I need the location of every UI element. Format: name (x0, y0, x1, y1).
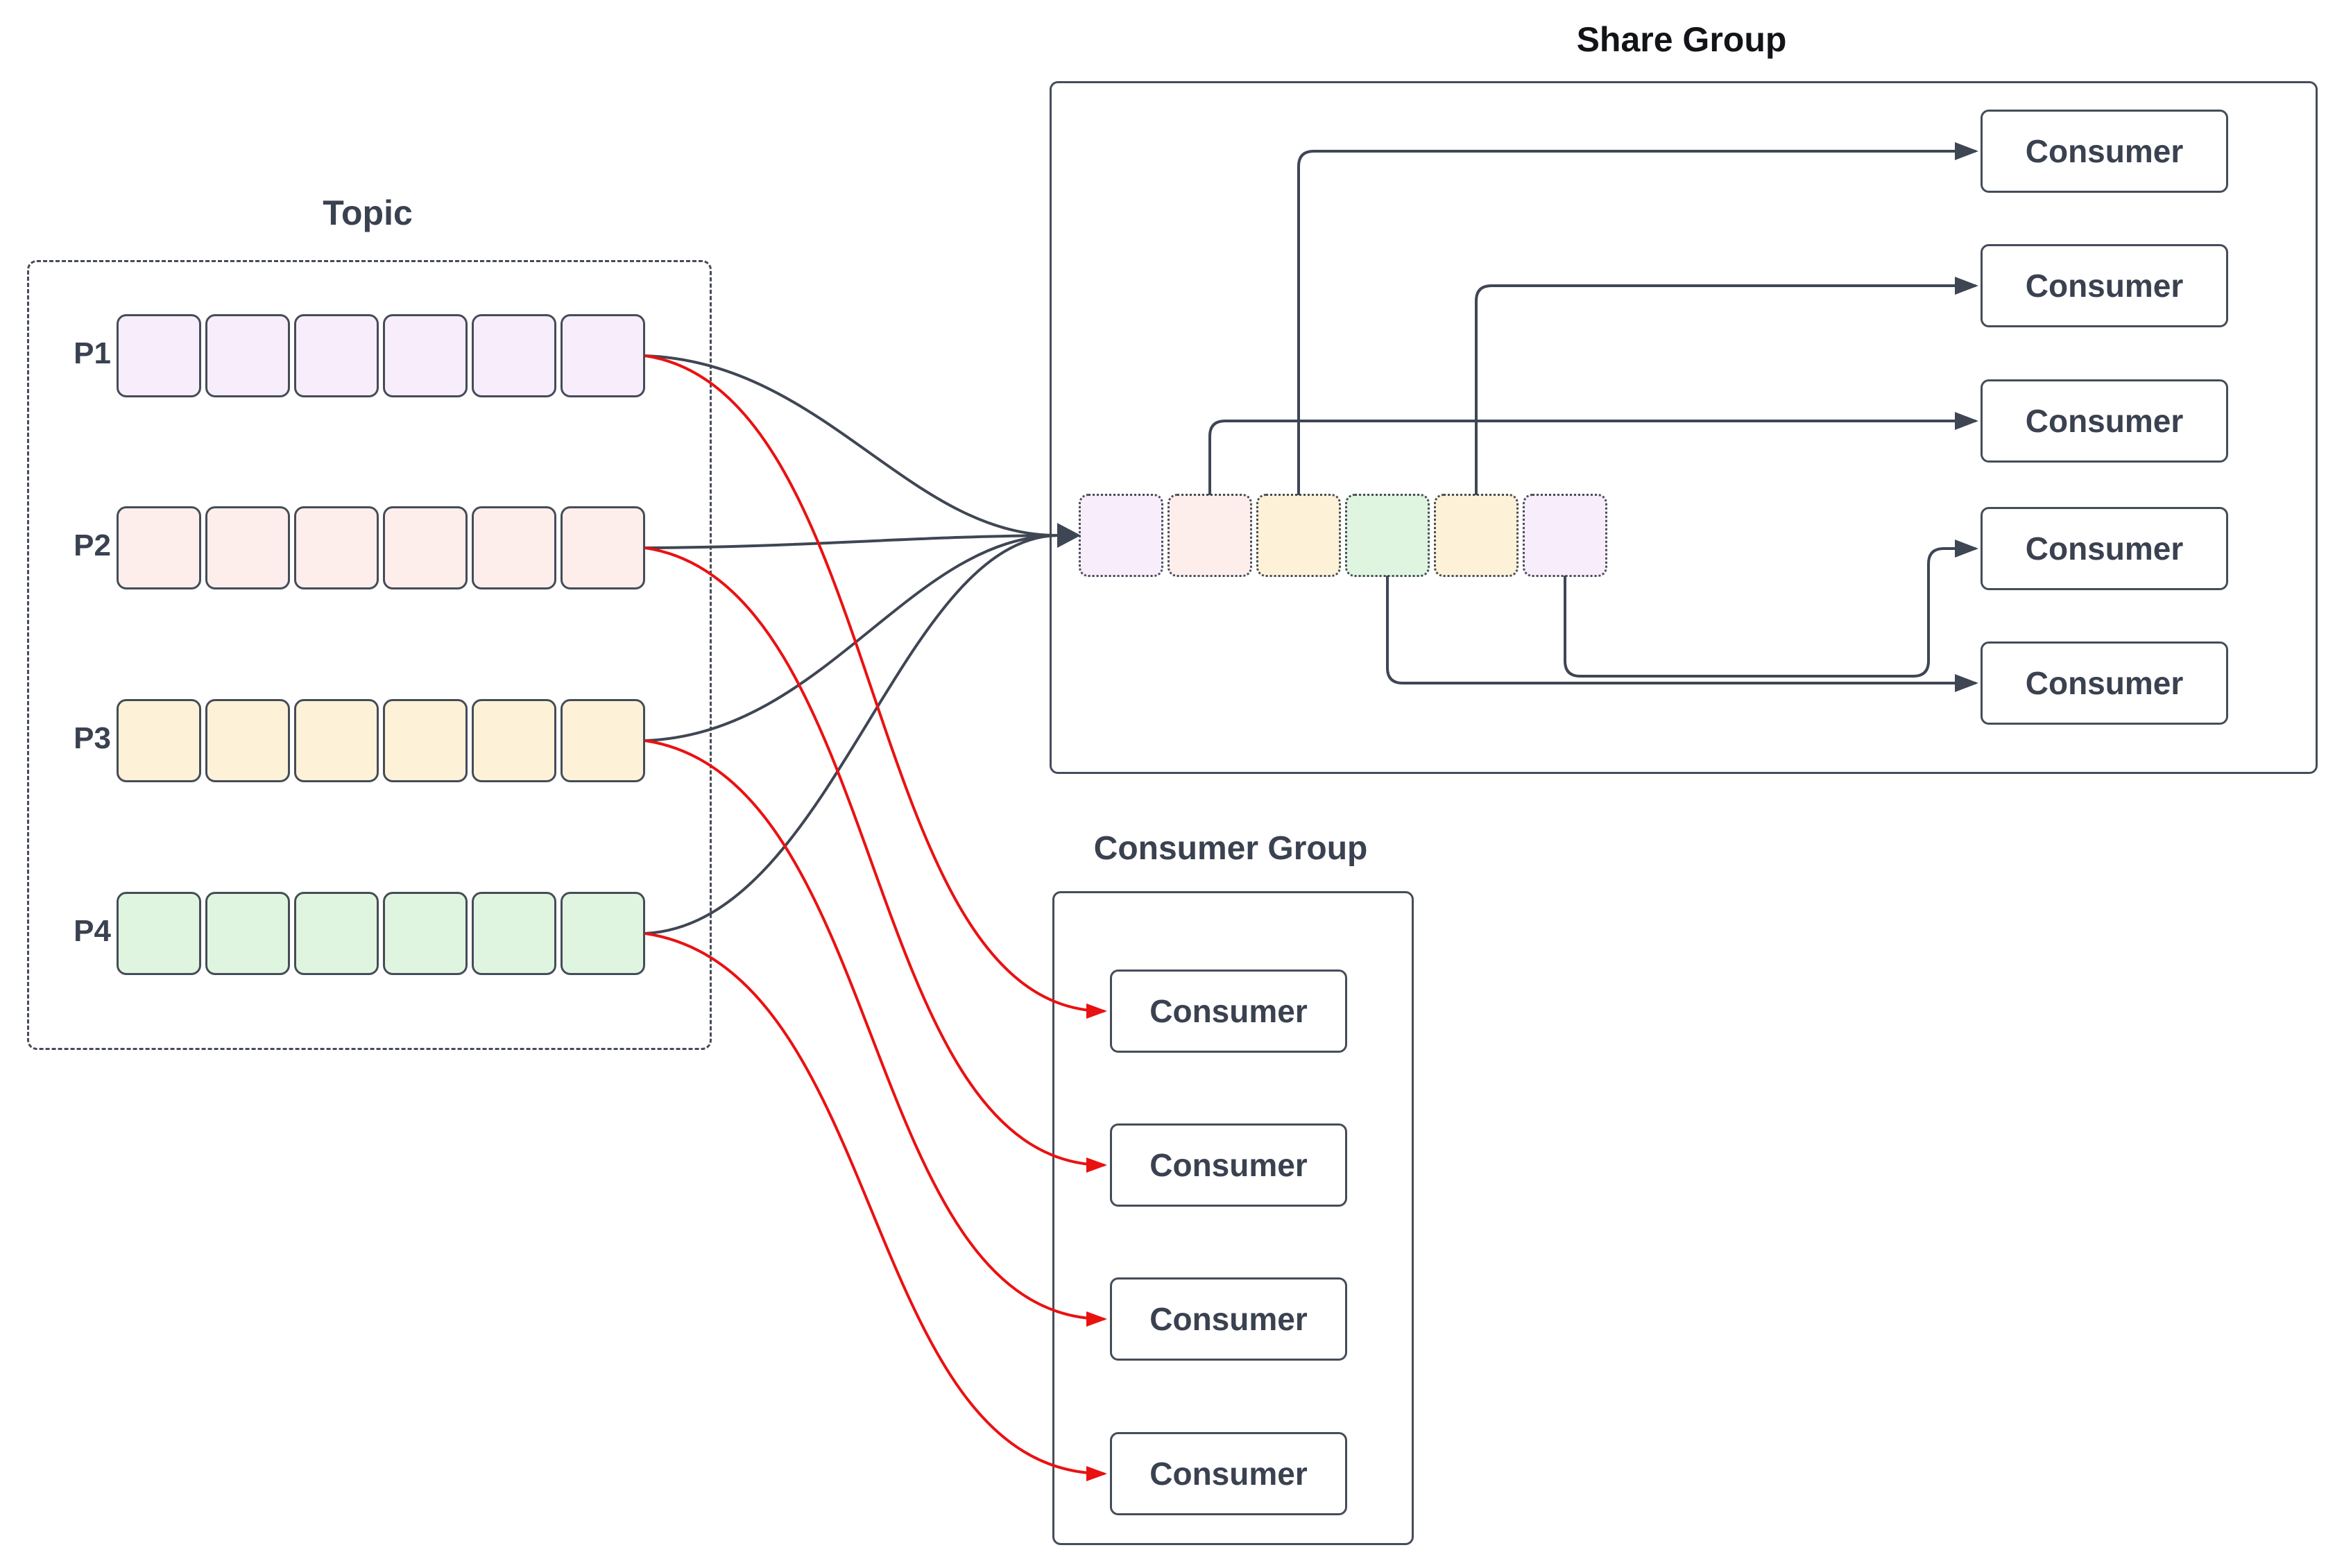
edge-p4-to-group-consumer4 (644, 932, 1107, 1481)
message-cell (561, 699, 645, 782)
message-cell (294, 314, 379, 397)
group-consumer-box-1: Consumer (1110, 970, 1347, 1053)
message-cell (472, 314, 556, 397)
group-consumer-box-2: Consumer (1110, 1123, 1347, 1207)
share-consumer-box-4: Consumer (1981, 507, 2228, 590)
share-group-message-row (1079, 494, 1607, 577)
message-cell (294, 506, 379, 589)
message-cell (383, 506, 468, 589)
partition-row-p3 (117, 699, 645, 782)
message-cell (294, 892, 379, 975)
message-cell (1434, 494, 1519, 577)
consumer-label: Consumer (2025, 403, 2184, 439)
partition-label-p1: P1 (74, 336, 111, 370)
consumer-label: Consumer (2025, 133, 2184, 169)
message-cell (117, 314, 201, 397)
consumer-label: Consumer (2025, 268, 2184, 304)
topic-title: Topic (323, 193, 413, 232)
edge-p1-to-group-consumer1 (644, 354, 1107, 1019)
share-consumer-box-2: Consumer (1981, 244, 2228, 327)
message-cell (472, 892, 556, 975)
message-cell (1256, 494, 1341, 577)
edge-p3-to-group-consumer3 (644, 739, 1107, 1327)
consumer-label: Consumer (2025, 665, 2184, 701)
message-cell (1168, 494, 1252, 577)
consumer-group-title: Consumer Group (1093, 830, 1368, 867)
message-cell (383, 314, 468, 397)
group-consumer-box-4: Consumer (1110, 1432, 1347, 1515)
message-cell (117, 506, 201, 589)
message-cell (472, 699, 556, 782)
share-consumer-box-3: Consumer (1981, 379, 2228, 463)
message-cell (383, 892, 468, 975)
message-cell (561, 892, 645, 975)
message-cell (561, 506, 645, 589)
message-cell (1079, 494, 1163, 577)
partition-label-p3: P3 (74, 721, 111, 755)
partition-row-p4 (117, 892, 645, 975)
group-consumer-box-3: Consumer (1110, 1277, 1347, 1361)
consumer-label: Consumer (1149, 993, 1308, 1029)
message-cell (472, 506, 556, 589)
partition-label-p4: P4 (74, 914, 111, 948)
consumer-label: Consumer (1149, 1147, 1308, 1183)
partition-label-p2: P2 (74, 528, 111, 562)
consumer-label: Consumer (1149, 1456, 1308, 1492)
message-cell (205, 892, 290, 975)
message-cell (383, 699, 468, 782)
message-cell (205, 314, 290, 397)
partition-row-p1 (117, 314, 645, 397)
message-cell (561, 314, 645, 397)
share-group-title: Share Group (1576, 20, 1787, 59)
message-cell (117, 892, 201, 975)
share-consumer-box-5: Consumer (1981, 641, 2228, 725)
consumer-label: Consumer (2025, 531, 2184, 567)
message-cell (1523, 494, 1607, 577)
message-cell (117, 699, 201, 782)
message-cell (294, 699, 379, 782)
consumer-label: Consumer (1149, 1301, 1308, 1337)
message-cell (1345, 494, 1430, 577)
message-cell (205, 699, 290, 782)
share-consumer-box-1: Consumer (1981, 110, 2228, 193)
message-cell (205, 506, 290, 589)
partition-row-p2 (117, 506, 645, 589)
